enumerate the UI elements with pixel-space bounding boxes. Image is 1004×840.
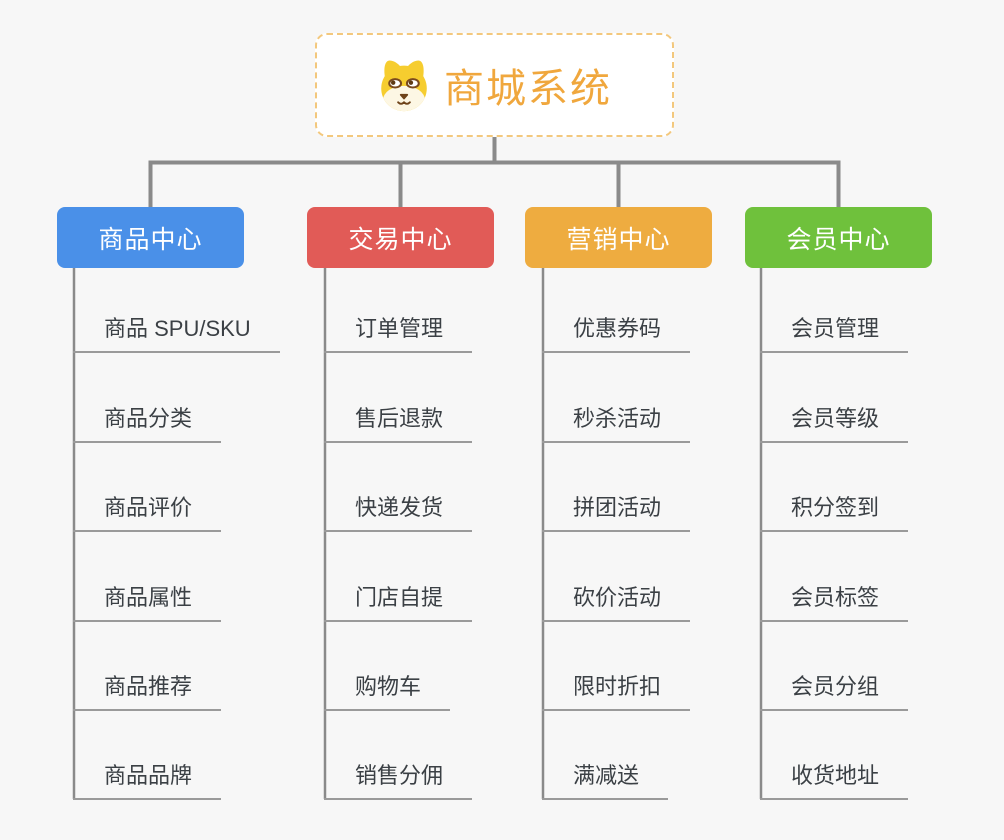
dog-face-icon: [377, 58, 431, 112]
leaf-node-product-attribute[interactable]: 商品属性: [73, 585, 222, 622]
branch-node-member-center[interactable]: 会员中心: [745, 207, 932, 268]
branch-node-marketing-center[interactable]: 营销中心: [525, 207, 712, 268]
branch-node-product-center[interactable]: 商品中心: [57, 207, 244, 268]
leaf-node-product-recommend[interactable]: 商品推荐: [73, 674, 222, 711]
leaf-node-after-sales-refund[interactable]: 售后退款: [324, 406, 473, 443]
branch-node-trade-center[interactable]: 交易中心: [307, 207, 494, 268]
leaf-node-shopping-cart[interactable]: 购物车: [324, 674, 451, 711]
leaf-node-limited-time-discount[interactable]: 限时折扣: [542, 674, 691, 711]
leaf-node-member-tags[interactable]: 会员标签: [760, 585, 909, 622]
leaf-node-order-management[interactable]: 订单管理: [324, 316, 473, 353]
leaf-node-member-management[interactable]: 会员管理: [760, 316, 909, 353]
leaf-node-product-brand[interactable]: 商品品牌: [73, 763, 222, 800]
leaf-node-points-checkin[interactable]: 积分签到: [760, 495, 909, 532]
leaf-node-flash-sale[interactable]: 秒杀活动: [542, 406, 691, 443]
leaf-node-spend-and-save[interactable]: 满减送: [542, 763, 669, 800]
leaf-node-store-pickup[interactable]: 门店自提: [324, 585, 473, 622]
leaf-node-shipping-address[interactable]: 收货地址: [760, 763, 909, 800]
leaf-node-sales-commission[interactable]: 销售分佣: [324, 763, 473, 800]
leaf-node-product-spu-sku[interactable]: 商品 SPU/SKU: [73, 316, 280, 353]
leaf-node-product-category[interactable]: 商品分类: [73, 406, 222, 443]
leaf-node-group-buying[interactable]: 拼团活动: [542, 495, 691, 532]
root-title: 商城系统: [444, 67, 612, 111]
leaf-node-coupon-code[interactable]: 优惠券码: [542, 316, 691, 353]
leaf-node-bargain-activity[interactable]: 砍价活动: [542, 585, 691, 622]
leaf-node-product-review[interactable]: 商品评价: [73, 495, 222, 532]
root-node-mall-system[interactable]: 商城系统: [315, 33, 674, 137]
leaf-node-member-level[interactable]: 会员等级: [760, 406, 909, 443]
leaf-node-member-groups[interactable]: 会员分组: [760, 674, 909, 711]
leaf-node-express-shipping[interactable]: 快递发货: [324, 495, 473, 532]
